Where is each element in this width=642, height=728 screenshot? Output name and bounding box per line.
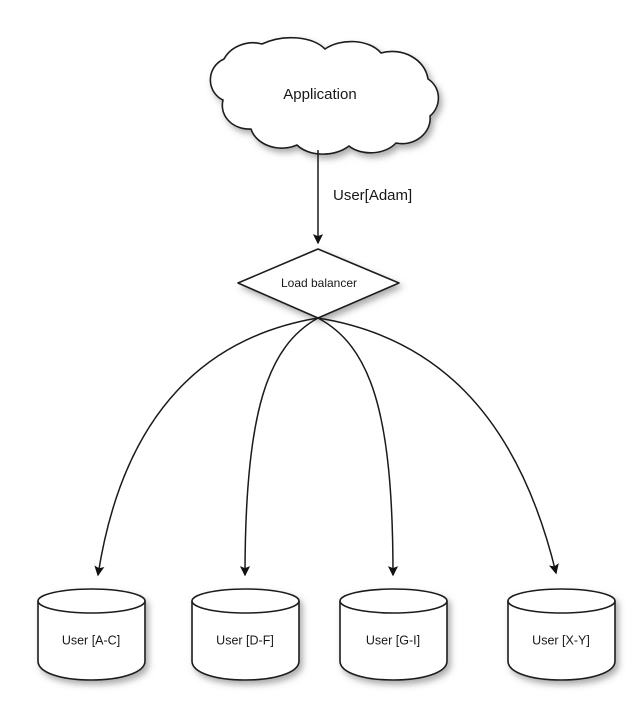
node-database-4[interactable]: User [X-Y] <box>507 588 616 681</box>
load-balancer-label: Load balancer <box>281 276 357 290</box>
cloud-icon <box>209 36 440 155</box>
database-3-label: User [G-I] <box>366 633 420 647</box>
application-label: Application <box>283 86 356 103</box>
database-icon <box>191 588 300 681</box>
node-database-2[interactable]: User [D-F] <box>191 588 300 681</box>
edge-label-user-adam: User[Adam] <box>333 187 412 204</box>
database-icon <box>507 588 616 681</box>
edge-balancer-to-db-1 <box>94 317 319 577</box>
edge-balancer-to-db-3 <box>317 317 399 577</box>
node-database-3[interactable]: User [G-I] <box>339 588 448 681</box>
edge-group-balancer-to-databases <box>94 317 559 577</box>
node-load-balancer[interactable]: Load balancer <box>237 248 400 319</box>
database-1-label: User [A-C] <box>62 633 120 647</box>
edge-balancer-to-db-4 <box>317 317 559 575</box>
database-2-label: User [D-F] <box>216 633 274 647</box>
database-icon <box>37 588 146 681</box>
database-4-label: User [X-Y] <box>532 633 590 647</box>
database-icon <box>339 588 448 681</box>
node-database-1[interactable]: User [A-C] <box>37 588 146 681</box>
edge-application-to-balancer: User[Adam] <box>312 150 412 245</box>
node-application-cloud[interactable]: Application <box>209 36 440 155</box>
edge-balancer-to-db-2 <box>239 317 319 577</box>
